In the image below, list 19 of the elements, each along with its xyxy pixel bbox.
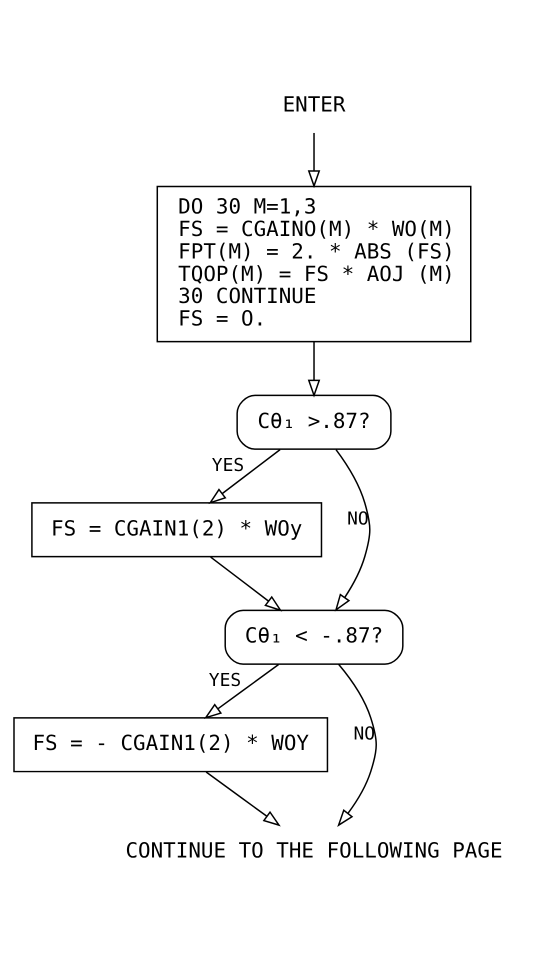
node-text: ENTER [282, 92, 346, 116]
arrow [334, 449, 371, 612]
arrow [206, 771, 281, 826]
node-text: CONTINUE TO THE FOLLOWING PAGE [125, 838, 503, 863]
edge-label: YES [208, 670, 242, 692]
arrow [210, 556, 282, 612]
arrow [308, 132, 320, 188]
edge-label: YES [212, 455, 244, 476]
edge-label: NO [347, 508, 369, 530]
arrow [208, 449, 281, 504]
arrow [308, 342, 320, 398]
node-box: FS = CGAIN1(2) * WOy [31, 502, 322, 558]
arrow [337, 664, 377, 827]
edge-label: NO [353, 724, 376, 745]
node-box: Cθ₁ >.87? [236, 394, 392, 450]
node-box: FS = - CGAIN1(2) * WOY [13, 717, 328, 772]
node-box: Cθ₁ < -.87? [224, 610, 404, 665]
node-box: DO 30 M=1,3 FS = CGAINO(M) * WO(M) FPT(M) = 2. * ABS (FS) TQOP(M) = FS * AOJ (M) 30 CONTINUE FS = O. [156, 186, 472, 342]
arrow [204, 664, 280, 720]
